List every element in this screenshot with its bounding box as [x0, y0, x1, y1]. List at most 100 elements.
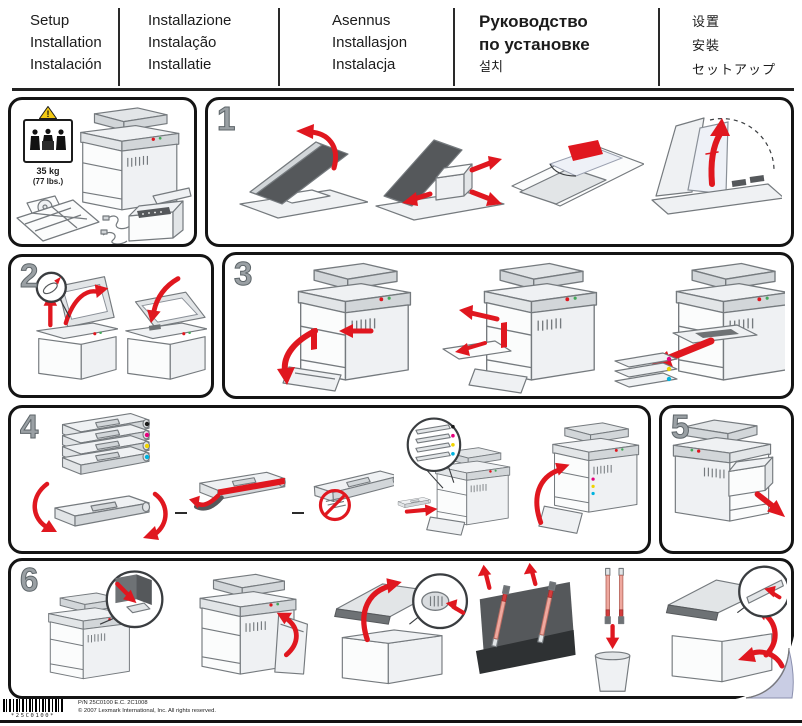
red-arrow	[115, 581, 131, 598]
illustration-remove-foam-block	[375, 139, 505, 221]
header-label: Руководство	[479, 12, 588, 31]
red-arrow	[534, 467, 562, 525]
illustration-pull-rods	[476, 562, 576, 675]
red-arrow	[281, 327, 318, 374]
illustration-remove-adf-tape	[511, 140, 644, 207]
red-arrow	[469, 160, 493, 173]
illustration-open-front-door	[277, 262, 412, 392]
header-label: Instalação	[148, 34, 217, 51]
fine-print: P/N 25C0100 E.C. 2C1008 © 2007 Lexmark I…	[78, 700, 216, 715]
box-contents-illustration	[16, 107, 192, 244]
panel-step-3: 3	[222, 252, 794, 399]
illustration-do-not-touch	[312, 469, 395, 522]
cartridge-rack	[614, 351, 678, 388]
illustration-remove-cartridge-rack	[614, 262, 785, 388]
panel-step-4: 4	[8, 405, 651, 554]
panel-step-2: 2	[8, 254, 214, 398]
red-arrow	[32, 481, 50, 528]
page-curl	[730, 636, 794, 700]
header-label: Installatie	[148, 56, 212, 73]
illustration-open-side	[199, 573, 308, 675]
header-divider-rule	[12, 88, 794, 91]
header-label: Instalación	[30, 56, 102, 73]
panel-step-1: 1	[205, 97, 794, 247]
trash-bin-icon	[594, 651, 631, 692]
accessory-box-icon	[128, 200, 184, 242]
setup-sheet-icon	[16, 199, 100, 242]
red-arrow	[283, 616, 299, 658]
red-arrow	[63, 289, 101, 326]
red-arrow	[307, 129, 338, 171]
header-label: Installasjon	[332, 34, 408, 51]
header-label: 设置	[692, 14, 721, 29]
weight-lbs-label: (77 lbs.)	[32, 177, 64, 186]
step-number: 5	[670, 408, 690, 445]
header-col-fi-no-pl: Asennus Installasjon Instalacja	[278, 8, 453, 86]
illustration-corner-latch-callout	[48, 570, 164, 680]
header-col-it-pt-nl: Installazione Instalação Installatie	[118, 8, 278, 86]
red-arrow	[708, 131, 723, 187]
sequence-dash	[175, 511, 187, 514]
red-tape	[217, 477, 285, 496]
header-col-zh-ja: 设置 安裝 セットアップ	[658, 8, 802, 86]
header-label: по установке	[479, 35, 590, 54]
illustration-open-scanner-unit	[333, 573, 468, 685]
red-arrow	[663, 337, 715, 362]
illustration-discard-rods	[594, 567, 631, 692]
prohibition-icon	[318, 488, 351, 522]
svg-text:!: !	[47, 109, 50, 119]
header-label: 설치	[479, 59, 503, 74]
bottom-rule	[0, 720, 802, 723]
header-label: Asennus	[332, 12, 391, 29]
illustration-remove-packing-sheet	[651, 117, 782, 215]
barcode-label: *25C0100*	[10, 713, 56, 719]
header-label: Installation	[30, 34, 102, 51]
panel-step-6: 6	[8, 558, 794, 700]
red-packing-strip	[501, 321, 507, 348]
panel-step-5: 5	[659, 405, 794, 554]
step-number: 6	[19, 561, 39, 598]
sequence-dash	[291, 511, 304, 514]
weight-kg-label: 35 kg	[36, 166, 60, 176]
illustration-remove-packing-strip	[442, 262, 598, 394]
illustration-cartridge-stack	[61, 412, 151, 475]
red-arrow	[152, 491, 168, 536]
part-number-line: P/N 25C0100 E.C. 2C1008	[78, 700, 148, 706]
barcode: *25C0100*	[2, 699, 64, 719]
red-arrow	[405, 507, 430, 514]
header-label: 安裝	[692, 38, 721, 53]
red-arrow	[360, 583, 393, 643]
illustration-open-scanner-lid	[35, 271, 118, 380]
warning-triangle-icon: !	[38, 105, 58, 119]
step-number: 4	[19, 408, 39, 445]
dust-cover-part-icon	[152, 187, 192, 205]
header-label: Installazione	[148, 12, 232, 29]
illustration-close-scanner-unit	[665, 565, 787, 683]
barcode-bars	[3, 699, 63, 712]
red-arrow	[754, 491, 778, 511]
step-number: 2	[19, 257, 39, 294]
illustration-close-front-door	[534, 421, 640, 534]
cartridge-stack-and-shake	[31, 410, 173, 550]
foam-block	[728, 456, 774, 497]
lift-warning-label: ! 35 kg (77 lbs.)	[23, 105, 73, 187]
red-arrow	[468, 310, 500, 321]
header-col-ru-ko: Руководство по установке 설치	[453, 8, 658, 86]
step-number: 3	[233, 255, 253, 292]
header-label: Instalacja	[332, 56, 396, 73]
red-tape	[568, 140, 603, 161]
power-cord-icon	[100, 215, 132, 244]
header-label: Setup	[30, 12, 70, 29]
red-arrow	[469, 189, 493, 202]
illustration-shake-cartridge	[32, 481, 168, 540]
copyright-line: © 2007 Lexmark International, Inc. All r…	[78, 707, 216, 714]
step-number: 1	[216, 100, 236, 137]
header-col-en-fr-es: Setup Installation Instalación	[0, 8, 118, 86]
panel-box-contents: ! 35 kg (77 lbs.)	[8, 97, 197, 247]
illustration-peel-tape	[188, 471, 286, 511]
red-arrow	[151, 276, 181, 314]
illustration-close-scanner-lid	[125, 276, 207, 380]
lift-persons-icon	[23, 119, 73, 163]
header-label: セットアップ	[692, 62, 777, 77]
illustration-remove-rear-foam	[672, 419, 786, 522]
